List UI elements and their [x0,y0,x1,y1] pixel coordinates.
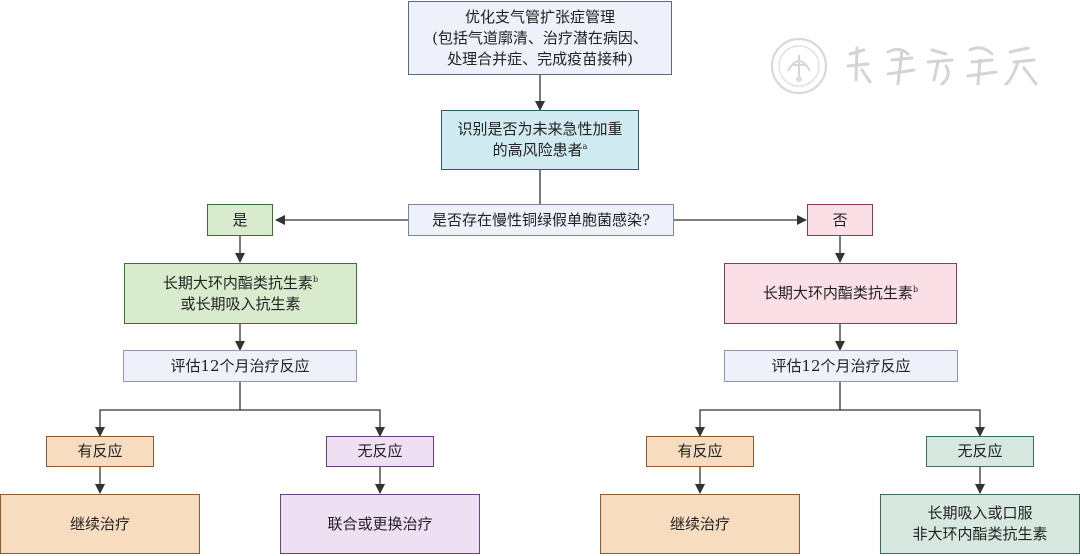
node-eval-left-text: 评估12个月治疗反应 [170,356,310,375]
node-optimize-line1: 优化支气管扩张症管理 [464,7,615,26]
node-nonresponse-left-text: 无反应 [357,442,403,460]
node-combine-switch-text: 联合或更换治疗 [327,514,433,533]
node-question-text: 是否存在慢性铜绿假单胞菌感染? [431,210,651,229]
node-eval-left: 评估12个月治疗反应 [123,350,357,382]
node-risk-sup: a [582,142,588,151]
node-risk-line2: 的高风险患者 [492,141,583,159]
node-optimize-line3: 处理合并症、完成疫苗接种) [447,49,633,68]
brand-calligraphy-logo [846,46,1038,86]
node-inhaled-oral: 长期吸入或口服 非大环内酯类抗生素 [880,494,1080,554]
node-no-treatment-line1: 长期大环内酯类抗生素 [762,284,913,302]
node-optimize-line2: (包括气道廓清、治疗潜在病因、 [432,28,648,47]
node-risk-line1: 识别是否为未来急性加重 [457,120,623,138]
node-yes-treatment-line1: 长期大环内酯类抗生素 [162,273,313,292]
node-yes-treatment-line2: 或长期吸入抗生素 [180,294,301,313]
node-continue-left-text: 继续治疗 [69,514,130,533]
node-continue-left: 继续治疗 [0,494,200,554]
node-yes-treatment: 长期大环内酯类抗生素b 或长期吸入抗生素 [124,263,357,324]
node-response-left: 有反应 [46,436,154,467]
node-identify-risk: 识别是否为未来急性加重 的高风险患者a [441,110,639,170]
node-response-left-text: 有反应 [77,442,123,460]
node-eval-right: 评估12个月治疗反应 [724,350,958,382]
node-no: 否 [807,204,873,236]
edge-eval-left-branch-2 [240,409,385,437]
edge-eval-right-branch-2 [840,409,985,437]
seal-logo-icon [770,37,828,95]
node-inhaled-oral-line2: 非大环内酯类抗生素 [912,525,1048,543]
node-yes-treatment-sup: b [312,274,319,284]
edge-eval-right-branch [695,382,841,437]
node-yes-text: 是 [232,210,248,229]
node-pseudomonas-question: 是否存在慢性铜绿假单胞菌感染? [408,204,674,236]
node-nonresponse-right: 无反应 [926,436,1034,467]
edge-eval-left-branch [95,382,241,437]
node-combine-switch: 联合或更换治疗 [280,494,480,554]
node-response-right-text: 有反应 [677,442,723,460]
node-response-right: 有反应 [646,436,754,467]
node-continue-right: 继续治疗 [600,494,800,554]
node-optimize-management: 优化支气管扩张症管理 (包括气道廓清、治疗潜在病因、 处理合并症、完成疫苗接种) [408,1,672,75]
node-yes: 是 [207,204,273,236]
node-nonresponse-right-text: 无反应 [957,442,1003,460]
node-inhaled-oral-line1: 长期吸入或口服 [927,504,1033,522]
node-eval-right-text: 评估12个月治疗反应 [771,356,911,375]
node-continue-right-text: 继续治疗 [669,514,730,533]
node-no-treatment-sup: b [912,285,919,294]
node-nonresponse-left: 无反应 [326,436,434,467]
node-no-text: 否 [832,210,848,229]
node-no-treatment: 长期大环内酯类抗生素b [724,263,957,324]
